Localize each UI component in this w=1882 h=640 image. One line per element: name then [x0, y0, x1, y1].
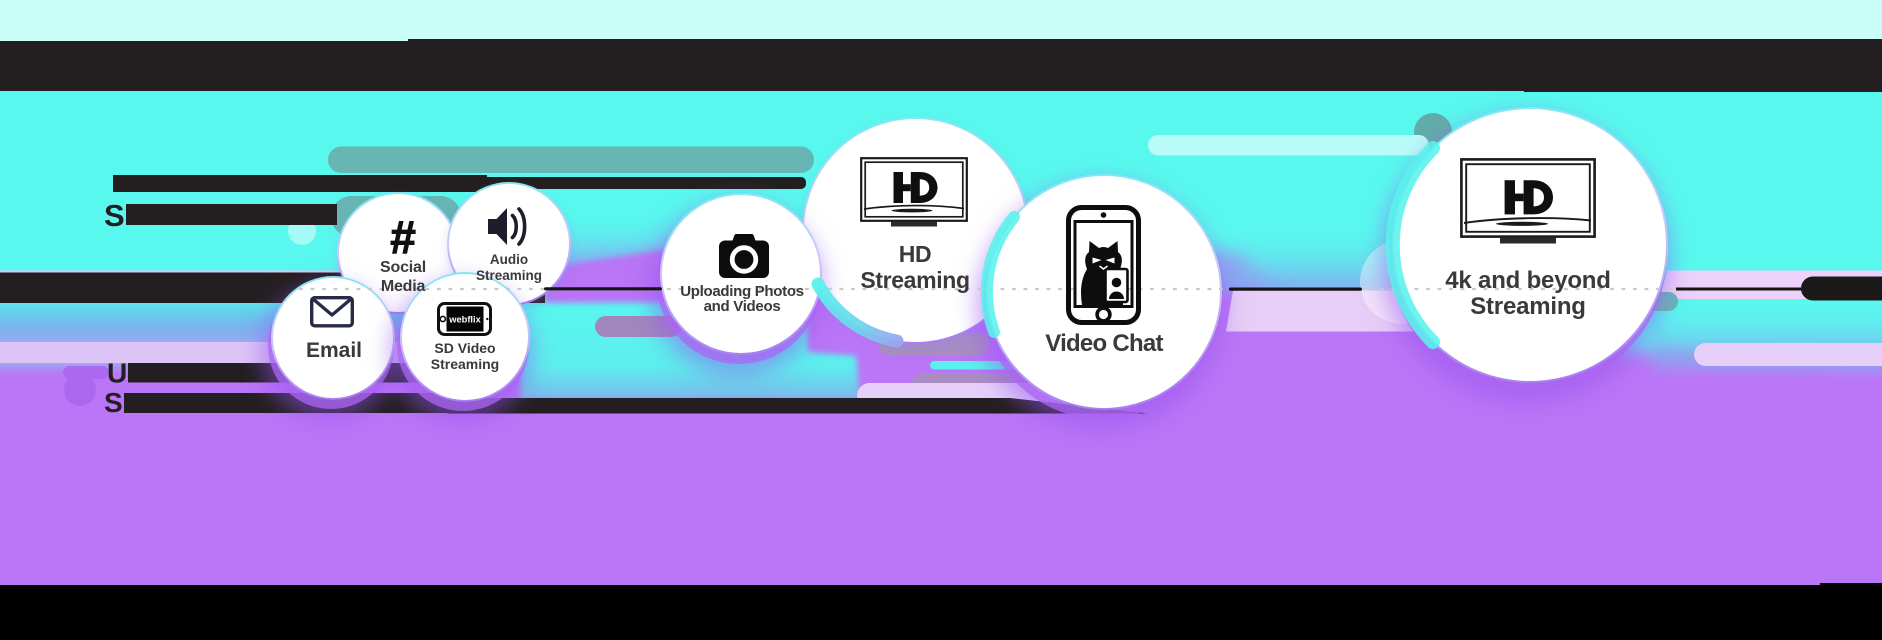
svg-text:S: S	[104, 198, 125, 233]
svg-text:S: S	[104, 387, 123, 418]
svg-text:webflix: webflix	[448, 315, 481, 325]
svg-text:U: U	[107, 358, 127, 389]
